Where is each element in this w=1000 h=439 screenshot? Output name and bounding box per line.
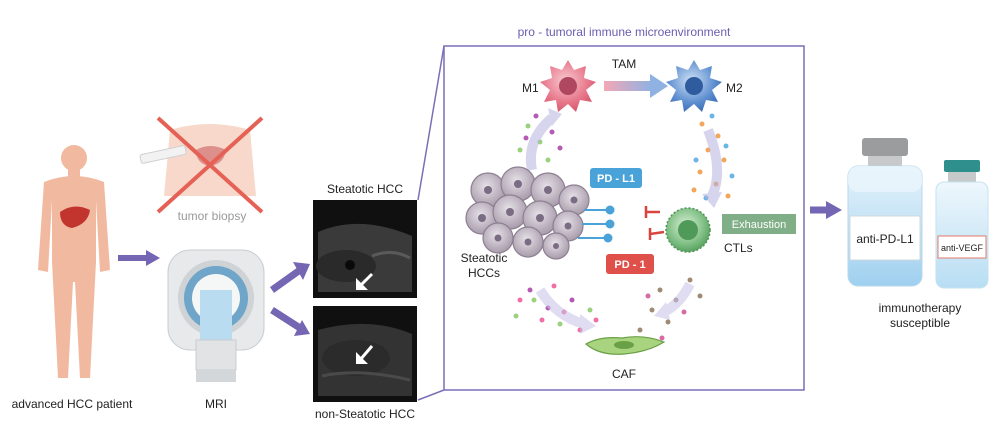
m2-macrophage-icon — [666, 60, 722, 112]
pointer-arrow-icon — [356, 345, 374, 364]
ctl-cell-icon — [665, 207, 711, 253]
arrow-patient-to-mri — [118, 250, 160, 266]
patient-label: advanced HCC patient — [12, 397, 133, 411]
anti-vegf-vial — [935, 160, 989, 289]
steatotic-hcc-label: Steatotic HCC — [327, 182, 403, 196]
non-steatotic-hcc-scan — [313, 306, 417, 402]
ctls-label: CTLs — [724, 241, 753, 255]
arrow-to-therapy — [810, 201, 842, 219]
m2-label: M2 — [726, 81, 743, 95]
tam-label: TAM — [612, 57, 636, 71]
arrow-mri-to-steatotic — [269, 262, 310, 293]
microenvironment-title: pro - tumoral immune microenvironment — [518, 25, 731, 39]
anti-vegf-label: anti-VEGF — [941, 243, 984, 253]
steatotic-hccs-cluster — [465, 166, 590, 260]
arrow-mri-to-non-steatotic — [270, 307, 310, 336]
steatotic-hcc-scan — [313, 200, 417, 298]
steatotic-hccs-label-line1: Steatotic — [461, 251, 508, 265]
tam-arrow — [604, 74, 668, 98]
m1-label: M1 — [522, 81, 539, 95]
caf-label: CAF — [612, 367, 636, 381]
pd-l1-label: PD - L1 — [597, 173, 635, 185]
anti-pd-l1-vial — [847, 138, 923, 287]
therapy-label-line2: susceptible — [890, 316, 950, 330]
therapy-label-line1: immunotherapy — [879, 301, 962, 315]
mri-label: MRI — [205, 397, 227, 411]
caf-cell-icon — [584, 336, 666, 355]
pd-1-badge — [606, 254, 654, 274]
steatotic-hccs-label-line2: HCCs — [468, 266, 500, 280]
mri-scanner-icon — [167, 249, 265, 382]
pd-l1-badge — [590, 168, 642, 188]
m1-macrophage-icon — [540, 60, 596, 112]
exhaustion-label: Exhaustion — [732, 219, 786, 231]
cross-out-icon — [156, 116, 264, 214]
anti-pd-l1-label: anti-PD-L1 — [856, 232, 914, 246]
pd-1-receptors — [644, 206, 665, 240]
patient-figure — [38, 145, 110, 378]
flow-arrows — [526, 108, 723, 334]
exhaustion-badge — [722, 214, 796, 234]
liver-icon — [60, 206, 90, 228]
pd-1-label: PD - 1 — [614, 259, 645, 271]
non-steatotic-hcc-label: non-Steatotic HCC — [315, 407, 415, 421]
tumor-biopsy-illustration — [139, 124, 256, 196]
zoom-lines — [417, 45, 445, 401]
biopsy-label: tumor biopsy — [178, 209, 247, 223]
pointer-arrow-icon — [356, 272, 374, 290]
pd-l1-receptors — [578, 205, 615, 243]
